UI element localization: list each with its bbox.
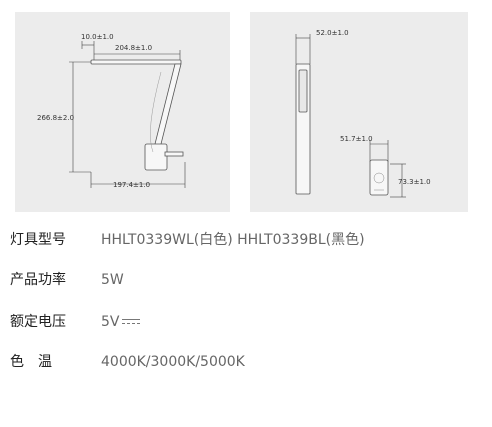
spec-value-wrap: 5V <box>101 310 141 334</box>
spec-value: 4000K/3000K/5000K <box>101 354 245 370</box>
dim-base-height-label: 73.3±1.0 <box>398 178 431 186</box>
spec-label: 产品功率 <box>10 272 66 288</box>
spec-value: HHLT0339WL(白色) HHLT0339BL(黑色) <box>101 232 365 248</box>
spec-label: 色 温 <box>10 354 52 370</box>
dc-symbol-icon <box>122 317 141 327</box>
dim-height-label: 266.8±2.0 <box>37 114 74 122</box>
spec-value: 5W <box>101 272 124 288</box>
spec-value: 5V <box>101 314 120 330</box>
dim-base-label: 197.4±1.0 <box>113 181 150 189</box>
front-view-drawing: 52.0±1.0 51.7±1.0 73.3±1.0 <box>250 12 468 212</box>
spec-label: 额定电压 <box>10 314 66 330</box>
dim-head-label: 52.0±1.0 <box>316 29 349 37</box>
side-view-drawing: 10.0±1.0 204.8±1.0 266.8±2.0 197.4±1.0 <box>15 12 230 212</box>
dim-width-label: 204.8±1.0 <box>115 44 152 52</box>
dim-base-width-label: 51.7±1.0 <box>340 135 373 143</box>
side-view-svg: 10.0±1.0 204.8±1.0 266.8±2.0 197.4±1.0 <box>37 33 186 189</box>
front-view-svg: 52.0±1.0 51.7±1.0 73.3±1.0 <box>295 29 431 198</box>
spec-label: 灯具型号 <box>10 232 66 248</box>
dim-top-label: 10.0±1.0 <box>81 33 114 41</box>
